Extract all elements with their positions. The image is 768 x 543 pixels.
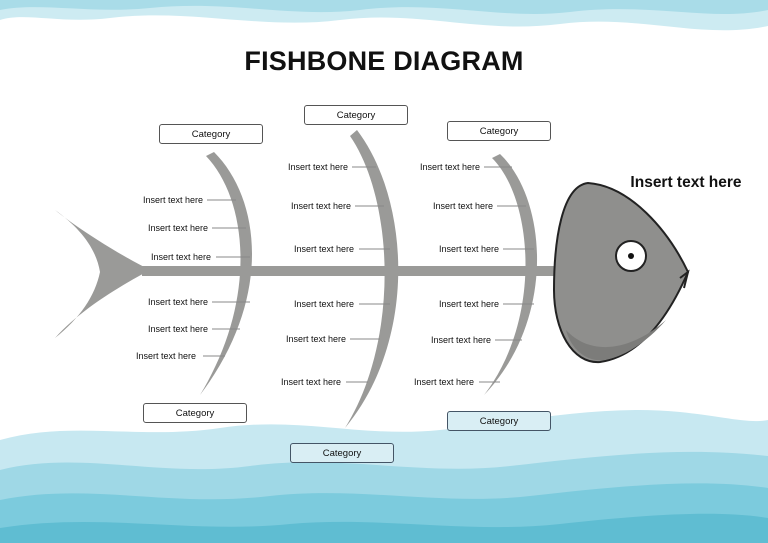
- category-box-top-right: Category: [447, 121, 551, 141]
- cause-label: Insert text here: [147, 223, 208, 233]
- cause-label: Insert text here: [147, 324, 208, 334]
- cause-label: Insert text here: [438, 299, 499, 309]
- fish-tail: [55, 210, 150, 338]
- rib-right: [484, 154, 538, 395]
- cause-label: Insert text here: [293, 299, 354, 309]
- fish-pupil: [628, 253, 634, 259]
- category-box-top-middle: Category: [304, 105, 408, 125]
- category-box-bottom-middle: Category: [290, 443, 394, 463]
- cause-label: Insert text here: [280, 377, 341, 387]
- top-wave-front: [0, 0, 768, 14]
- cause-connectors: [203, 166, 534, 383]
- cause-label: Insert text here: [150, 252, 211, 262]
- fish-spine: [142, 266, 562, 276]
- cause-label: Insert text here: [142, 195, 203, 205]
- fish-mouth: [679, 269, 690, 289]
- rib-left: [200, 152, 253, 395]
- cause-label: Insert text here: [147, 297, 208, 307]
- cause-label: Insert text here: [438, 244, 499, 254]
- bottom-wave-dark: [0, 513, 768, 543]
- fish-head-shade: [566, 320, 666, 361]
- category-box-bottom-right: Category: [447, 411, 551, 431]
- cause-label: Insert text here: [413, 377, 474, 387]
- cause-label: Insert text here: [290, 201, 351, 211]
- cause-label: Insert text here: [287, 162, 348, 172]
- fish-head: [552, 181, 690, 364]
- cause-label: Insert text here: [285, 334, 346, 344]
- head-text: Insert text here: [630, 174, 742, 191]
- category-box-bottom-left: Category: [143, 403, 247, 423]
- cause-label: Insert text here: [135, 351, 196, 361]
- category-box-top-left: Category: [159, 124, 263, 144]
- cause-label: Insert text here: [293, 244, 354, 254]
- cause-label: Insert text here: [430, 335, 491, 345]
- rib-middle: [345, 130, 399, 428]
- cause-label: Insert text here: [432, 201, 493, 211]
- page-title: FISHBONE DIAGRAM: [244, 46, 524, 76]
- cause-label: Insert text here: [419, 162, 480, 172]
